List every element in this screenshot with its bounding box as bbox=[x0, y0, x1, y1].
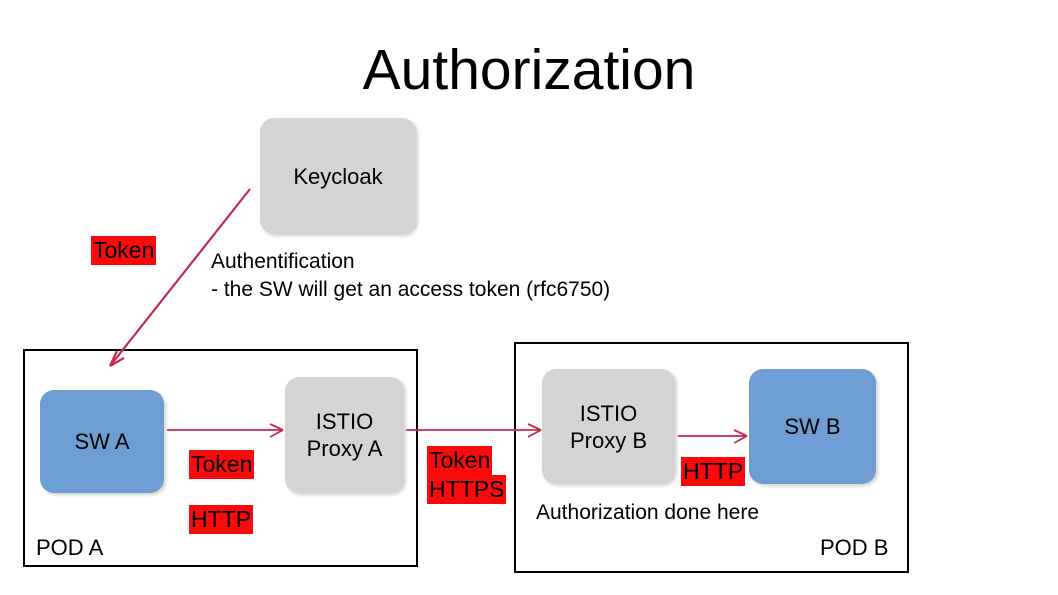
node-istio-proxy-b: ISTIO Proxy B bbox=[542, 369, 675, 484]
pod-b-container bbox=[514, 342, 909, 573]
pod-b-label: POD B bbox=[820, 535, 889, 560]
tag-https-between-pods: HTTPS bbox=[427, 475, 507, 504]
node-istio-proxy-a: ISTIO Proxy A bbox=[285, 377, 404, 493]
tag-http-pod-a: HTTP bbox=[189, 505, 254, 534]
annotation-authentification: Authentification - the SW will get an ac… bbox=[211, 250, 611, 301]
tag-token-top: Token bbox=[91, 236, 157, 265]
node-sw-b: SW B bbox=[749, 369, 876, 484]
node-sw-a: SW A bbox=[40, 390, 164, 493]
annotation-authorization-done-here: Authorization done here bbox=[536, 501, 759, 524]
tag-token-between-pods: Token bbox=[427, 446, 493, 475]
node-keycloak: Keycloak bbox=[260, 118, 416, 234]
tag-group-between-pods: Token HTTPS bbox=[427, 446, 507, 504]
tag-http-pod-b: HTTP bbox=[681, 457, 746, 486]
tag-token-pod-a: Token bbox=[189, 450, 255, 479]
page-title: Authorization bbox=[362, 38, 696, 102]
pod-a-label: POD A bbox=[36, 535, 104, 560]
